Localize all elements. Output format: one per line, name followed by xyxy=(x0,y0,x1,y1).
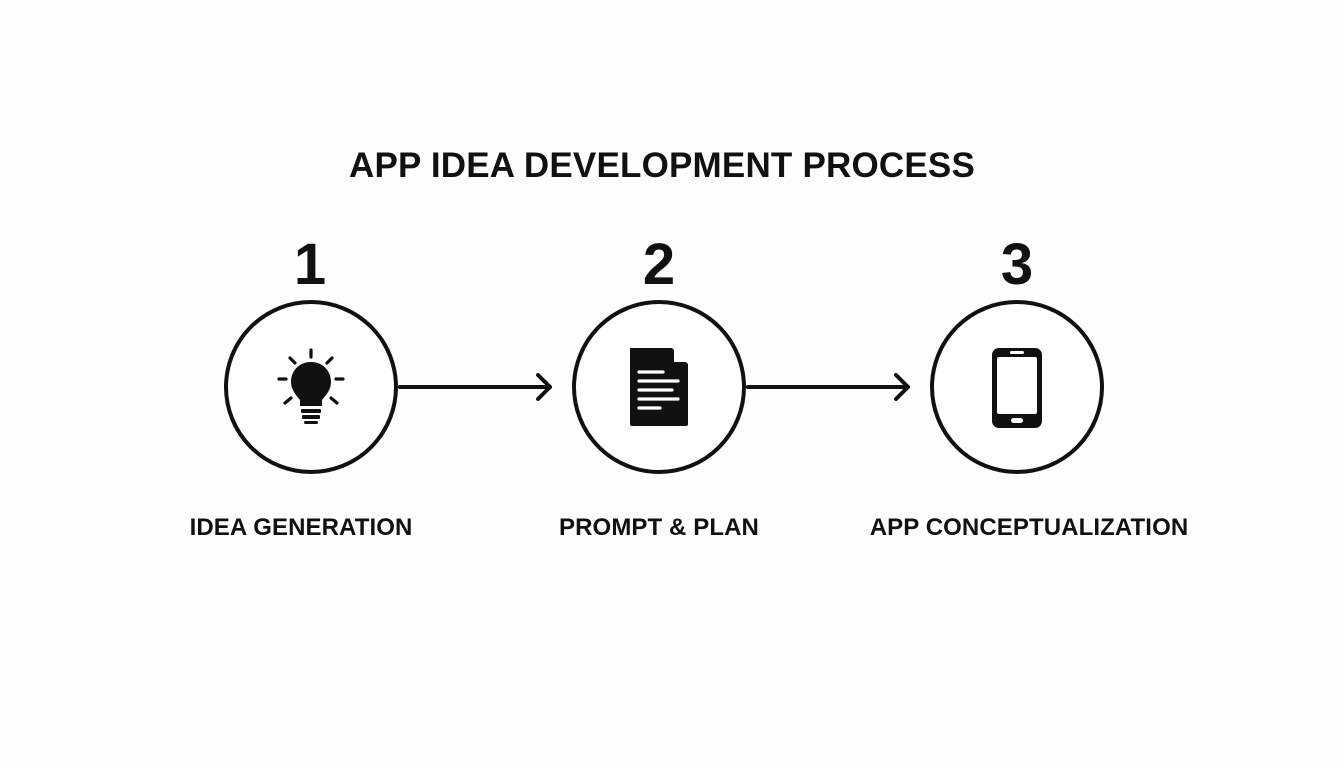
step-number-1: 1 xyxy=(293,232,327,297)
step-circle-2 xyxy=(572,300,746,474)
step-label-2: PROMPT & PLAN xyxy=(559,514,759,541)
step-circle-3 xyxy=(930,300,1104,474)
smartphone-icon xyxy=(992,348,1042,428)
diagram-title: APP IDEA DEVELOPMENT PROCESS xyxy=(349,146,975,185)
lightbulb-icon xyxy=(277,348,345,424)
arrow-connector-2 xyxy=(746,373,910,401)
arrow-connector-1 xyxy=(398,373,552,401)
step-label-1: IDEA GENERATION xyxy=(189,514,413,541)
step-number-2: 2 xyxy=(642,232,676,297)
document-icon xyxy=(630,344,692,426)
step-number-3: 3 xyxy=(1000,232,1034,297)
step-label-3: APP CONCEPTUALIZATION xyxy=(869,514,1189,541)
step-circle-1 xyxy=(224,300,398,474)
